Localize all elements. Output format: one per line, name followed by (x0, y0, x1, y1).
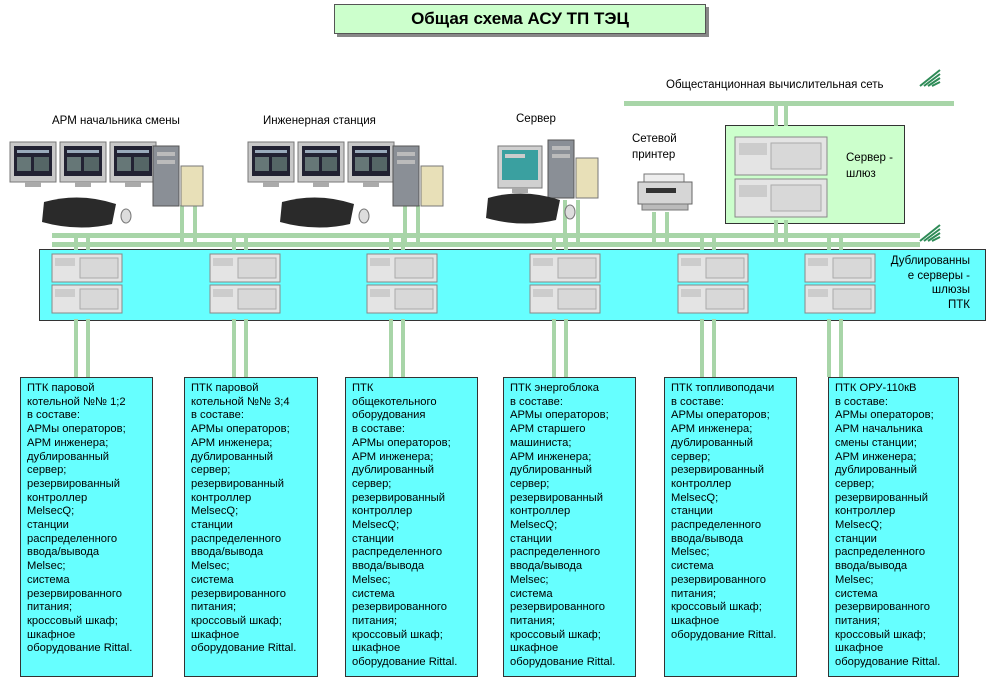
computer-monitor-icon (59, 141, 107, 187)
bus-link (401, 238, 405, 250)
computer-monitor-icon (109, 141, 157, 187)
ups-icon (575, 157, 599, 199)
server-workstation (486, 139, 599, 224)
printer-icon (637, 173, 693, 211)
rack-server-icon (804, 253, 876, 314)
bus-link (389, 238, 393, 250)
network-cloud-icon (918, 68, 942, 88)
bus-link (232, 238, 236, 250)
bus-link (784, 104, 788, 126)
main-bus-lower (52, 242, 920, 247)
bus-link (552, 319, 556, 377)
bus-link (244, 238, 248, 250)
bus-link (784, 220, 788, 247)
rack-server-icon (677, 253, 749, 314)
bus-link (86, 238, 90, 250)
bus-link (416, 205, 420, 247)
engineering-station (247, 141, 444, 228)
bus-link (401, 319, 405, 377)
rack-server-icon (51, 253, 123, 314)
bus-link (244, 319, 248, 377)
ups-icon (180, 165, 204, 207)
bus-link (576, 200, 580, 247)
ups-icon (420, 165, 444, 207)
network-cloud-icon (918, 223, 942, 243)
rack-server-icon (366, 253, 438, 314)
keyboard-icon (280, 197, 354, 228)
bus-link (665, 212, 669, 247)
bus-link (827, 319, 831, 377)
mouse-icon (564, 204, 576, 220)
station-network-bus (624, 101, 954, 106)
bus-link (564, 238, 568, 250)
mouse-icon (120, 208, 132, 224)
ptk-box: ПТК энергоблока в составе: АРМы оператор… (503, 377, 636, 677)
bus-link (839, 238, 843, 250)
computer-monitor-icon (297, 141, 345, 187)
tower-pc-icon (152, 145, 180, 207)
tower-pc-icon (392, 145, 420, 207)
keyboard-icon (486, 193, 560, 224)
rack-server-icon (529, 253, 601, 314)
tower-pc-icon (547, 139, 575, 199)
engineering-label: Инженерная станция (263, 115, 376, 127)
arm-label: АРМ начальника смены (52, 115, 180, 127)
computer-monitor-icon (497, 145, 543, 193)
computer-monitor-icon (347, 141, 395, 187)
arm-workstation (9, 141, 204, 228)
ptk-box: ПТК паровой котельной №№ 3;4 в составе: … (184, 377, 318, 677)
server-label: Сервер (516, 113, 556, 125)
bus-link (180, 205, 184, 247)
bus-link (700, 238, 704, 250)
main-bus-upper (52, 233, 920, 238)
bus-link (74, 319, 78, 377)
ptk-box: ПТК паровой котельной №№ 1;2 в составе: … (20, 377, 153, 677)
ptk-box: ПТК общекотельного оборудования в состав… (345, 377, 478, 677)
ptk-box: ПТК топливоподачи в составе: АРМы операт… (664, 377, 797, 677)
bus-link (774, 220, 778, 247)
duplicated-gateways-label: Дублированны е серверы - шлюзы ПТК (890, 255, 970, 311)
bus-link (74, 238, 78, 250)
ptk-box: ПТК ОРУ-110кВ в составе: АРМы операторов… (828, 377, 959, 677)
bus-link (552, 238, 556, 250)
bus-link (652, 212, 656, 247)
keyboard-icon (42, 197, 116, 228)
network-label: Общестанционная вычислительная сеть (666, 79, 884, 91)
bus-link (774, 104, 778, 126)
bus-link (193, 205, 197, 247)
computer-monitor-icon (247, 141, 295, 187)
bus-link (403, 205, 407, 247)
computer-monitor-icon (9, 141, 57, 187)
page-title: Общая схема АСУ ТП ТЭЦ (334, 4, 706, 34)
bus-link (563, 200, 567, 247)
bus-link (827, 238, 831, 250)
rack-server-icon (209, 253, 281, 314)
bus-link (389, 319, 393, 377)
rack-server-icon (734, 136, 828, 218)
bus-link (712, 238, 716, 250)
bus-link (712, 319, 716, 377)
mouse-icon (358, 208, 370, 224)
bus-link (700, 319, 704, 377)
gateway-server-label: Сервер - шлюз (846, 152, 893, 180)
bus-link (232, 319, 236, 377)
printer-label: Сетевой принтер (632, 133, 677, 161)
bus-link (564, 319, 568, 377)
bus-link (839, 319, 843, 377)
bus-link (86, 319, 90, 377)
